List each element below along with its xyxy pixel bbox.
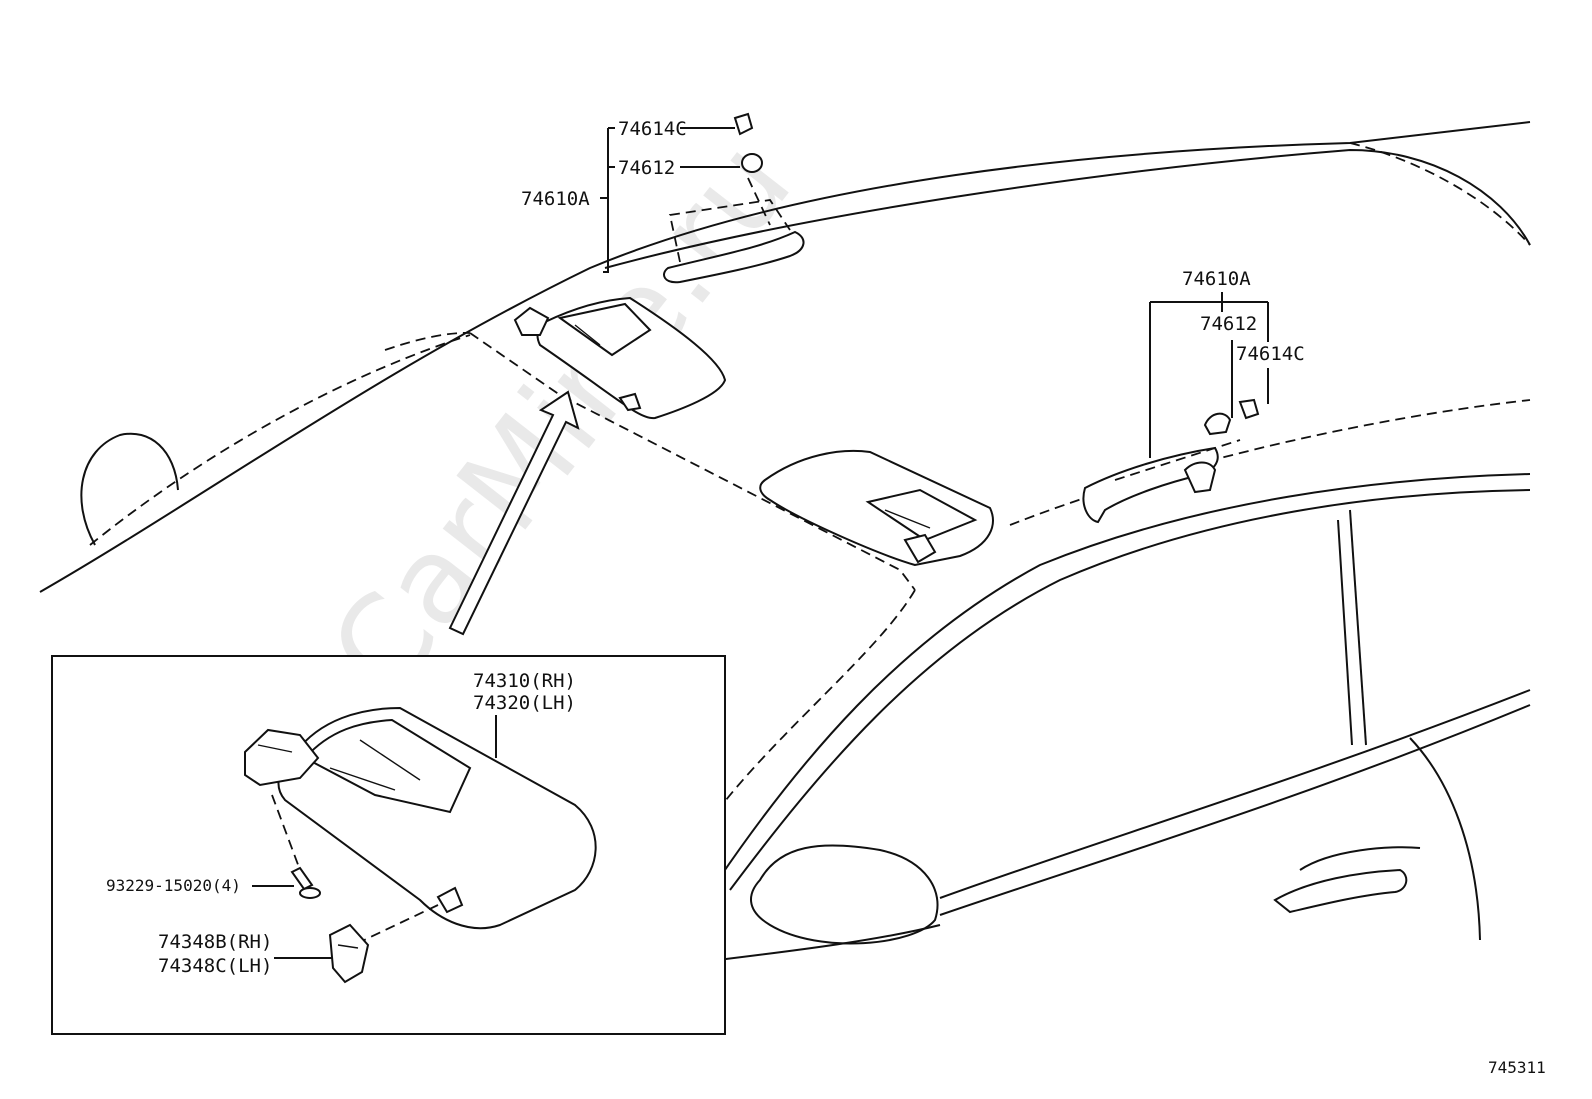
label-holder-rh: 74348B(RH) <box>158 931 272 953</box>
label-holder-lh: 74348C(LH) <box>158 955 272 977</box>
detail-arrow <box>448 390 580 636</box>
label-visor-lh: 74320(LH) <box>473 692 576 714</box>
car-body-outline <box>39 121 1531 961</box>
label-clip-front: 74614C <box>618 118 687 140</box>
callout-rear-grip: 74610A 74612 74614C <box>1149 268 1305 458</box>
assist-grip-rear <box>1082 398 1260 524</box>
label-clip-rear: 74614C <box>1236 343 1305 365</box>
label-cap-rear: 74612 <box>1200 313 1257 335</box>
label-grip-rear: 74610A <box>1182 268 1251 290</box>
label-screw: 93229-15020(4) <box>106 876 241 895</box>
figure-id: 745311 <box>1488 1058 1546 1077</box>
sun-visor-upper <box>513 296 727 420</box>
label-visor-rh: 74310(RH) <box>473 670 576 692</box>
label-grip-front: 74610A <box>521 188 590 210</box>
callout-front-grip: 74614C 74612 74610A <box>521 118 740 273</box>
label-cap-front: 74612 <box>618 157 675 179</box>
detail-inset: 74310(RH) 74320(LH) 93229-15020(4) 74348… <box>51 655 726 1035</box>
assist-grip-front <box>663 112 805 284</box>
sun-visor-middle <box>759 449 994 567</box>
